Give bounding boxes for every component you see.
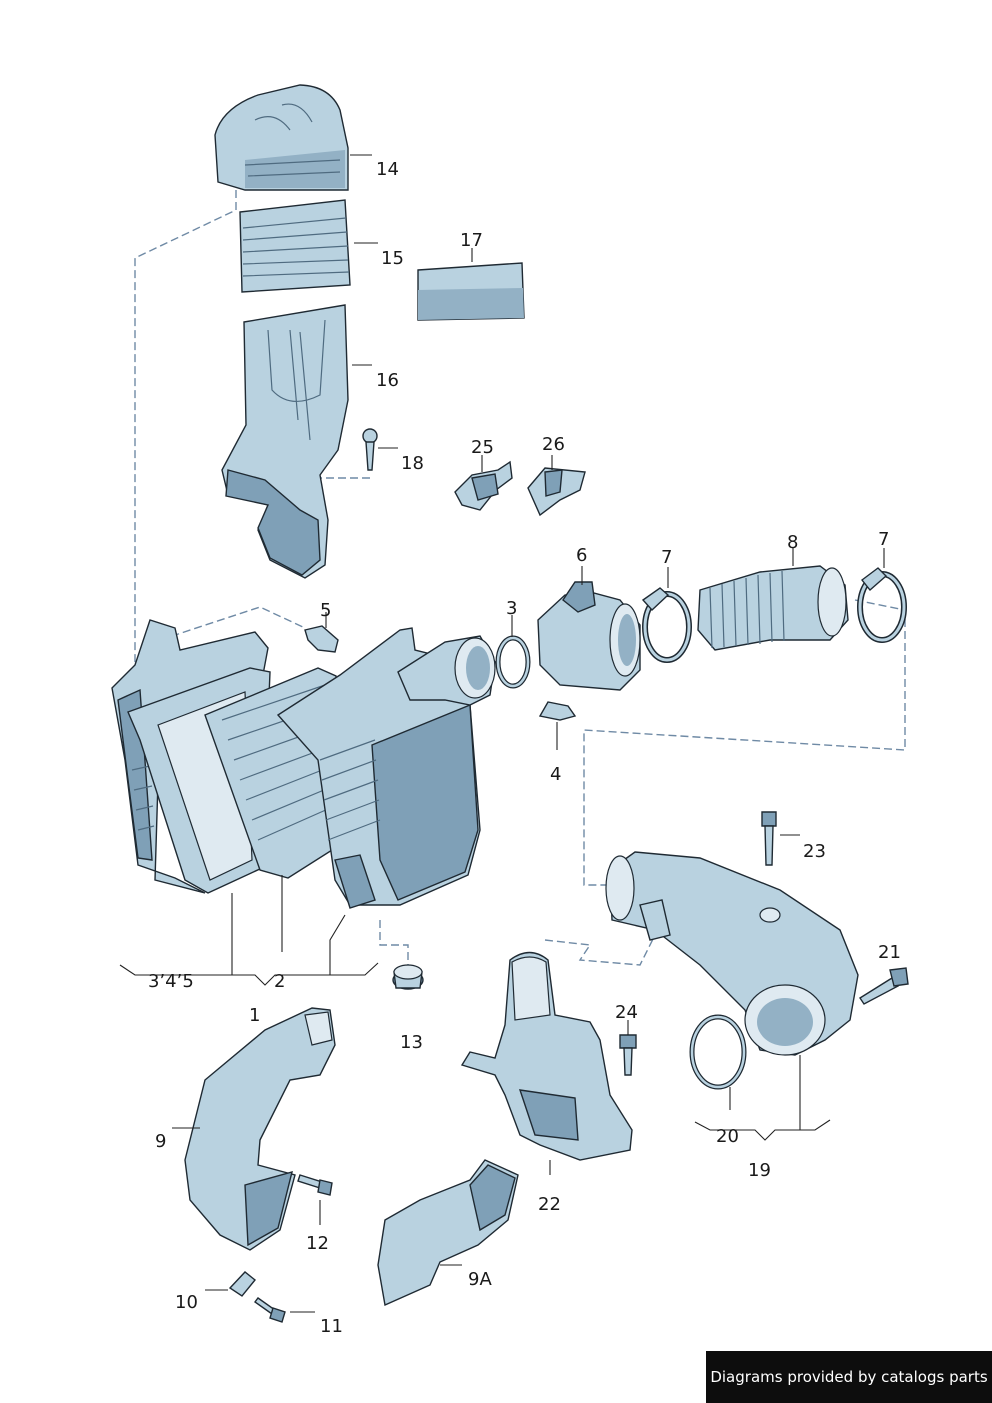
part-20-o-ring xyxy=(689,1014,747,1110)
callout-19: 19 xyxy=(748,1160,771,1181)
callout-2: 2 xyxy=(274,971,285,992)
part-21-bolt xyxy=(859,967,909,1005)
part-12-screw xyxy=(297,1174,333,1225)
callout-3-4-5: 3’4’5 xyxy=(148,971,194,992)
callout-22: 22 xyxy=(538,1194,561,1215)
part-13-rubber-grommet xyxy=(392,964,424,990)
callout-9a: 9A xyxy=(468,1269,492,1290)
callout-21: 21 xyxy=(878,942,901,963)
callout-18: 18 xyxy=(401,453,424,474)
callout-4: 4 xyxy=(550,764,561,785)
part-17-foam-pad xyxy=(417,248,525,321)
housing-outlet-neck xyxy=(397,635,496,706)
callout-brackets xyxy=(119,875,831,1141)
callout-15: 15 xyxy=(381,248,404,269)
part-16-intake-duct xyxy=(221,304,372,579)
part-25-clip xyxy=(454,455,513,511)
part-9-air-duct xyxy=(172,1007,336,1251)
part-19-intake-pipe xyxy=(605,851,859,1130)
part-9a-duct-shield xyxy=(377,1159,519,1307)
part-11-screw xyxy=(254,1297,315,1323)
callout-23: 23 xyxy=(803,841,826,862)
part-24-screw xyxy=(619,1020,637,1076)
part-23-bolt xyxy=(761,811,800,866)
callout-5: 5 xyxy=(320,600,331,621)
part-5-bolt xyxy=(304,612,339,653)
callout-17: 17 xyxy=(460,230,483,251)
part-4-retaining-clip xyxy=(538,701,577,750)
callout-12: 12 xyxy=(306,1233,329,1254)
part-6-air-mass-meter xyxy=(537,566,641,691)
part-15-intake-bellows xyxy=(239,199,378,293)
callout-13: 13 xyxy=(400,1032,423,1053)
callout-7-right: 7 xyxy=(878,529,889,550)
callout-8: 8 xyxy=(787,532,798,553)
part-7-hose-clamp-left xyxy=(641,567,692,663)
attribution-banner: Diagrams provided by catalogs parts xyxy=(706,1351,992,1403)
callout-6: 6 xyxy=(576,545,587,566)
callout-1: 1 xyxy=(249,1005,260,1026)
part-18-screw xyxy=(362,428,398,471)
callout-3: 3 xyxy=(506,598,517,619)
callout-20: 20 xyxy=(716,1126,739,1147)
part-10-nut-clip xyxy=(205,1271,256,1297)
callout-10: 10 xyxy=(175,1292,198,1313)
callout-25: 25 xyxy=(471,437,494,458)
callout-24: 24 xyxy=(615,1002,638,1023)
part-22-resonator-box xyxy=(460,951,633,1175)
part-14-air-intake-cover xyxy=(214,84,372,191)
part-3-o-ring xyxy=(495,615,531,689)
callout-16: 16 xyxy=(376,370,399,391)
part-7-hose-clamp-right xyxy=(857,548,907,643)
part-8-corrugated-hose xyxy=(697,548,849,651)
part-26-clip xyxy=(527,455,586,517)
attribution-text: Diagrams provided by catalogs parts xyxy=(710,1368,988,1386)
callout-7-left: 7 xyxy=(661,547,672,568)
callout-14: 14 xyxy=(376,159,399,180)
callout-labels: 14 15 17 16 18 25 26 6 7 8 7 5 3 4 23 21… xyxy=(148,159,901,1337)
callout-26: 26 xyxy=(542,434,565,455)
callout-11: 11 xyxy=(320,1316,343,1337)
callout-9: 9 xyxy=(155,1131,166,1152)
